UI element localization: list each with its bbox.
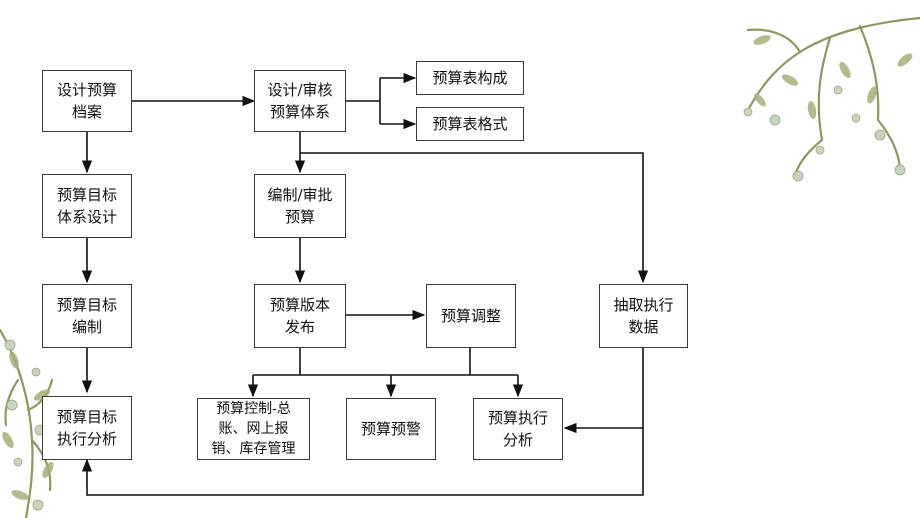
node-table-format: 预算表格式 bbox=[416, 107, 524, 141]
connector bbox=[563, 348, 644, 434]
node-target-compile: 预算目标 编制 bbox=[42, 284, 132, 348]
node-budget-adjust: 预算调整 bbox=[426, 284, 516, 348]
node-design-archive: 设计预算 档案 bbox=[42, 70, 132, 132]
node-execution-analysis: 预算执行 分析 bbox=[473, 398, 563, 460]
node-budget-control: 预算控制-总 账、网上报 销、库存管理 bbox=[197, 398, 310, 460]
connector bbox=[300, 152, 649, 284]
node-compile-approve: 编制/审批 预算 bbox=[254, 174, 346, 238]
node-version-release: 预算版本 发布 bbox=[254, 284, 346, 348]
node-budget-warning: 预算预警 bbox=[346, 398, 436, 460]
node-target-system-design: 预算目标 体系设计 bbox=[42, 174, 132, 238]
node-target-analysis: 预算目标 执行分析 bbox=[42, 396, 132, 460]
node-design-review-system: 设计/审核 预算体系 bbox=[254, 70, 346, 132]
connector bbox=[81, 428, 644, 496]
node-table-composition: 预算表构成 bbox=[416, 61, 524, 95]
node-extract-data: 抽取执行 数据 bbox=[599, 284, 688, 348]
